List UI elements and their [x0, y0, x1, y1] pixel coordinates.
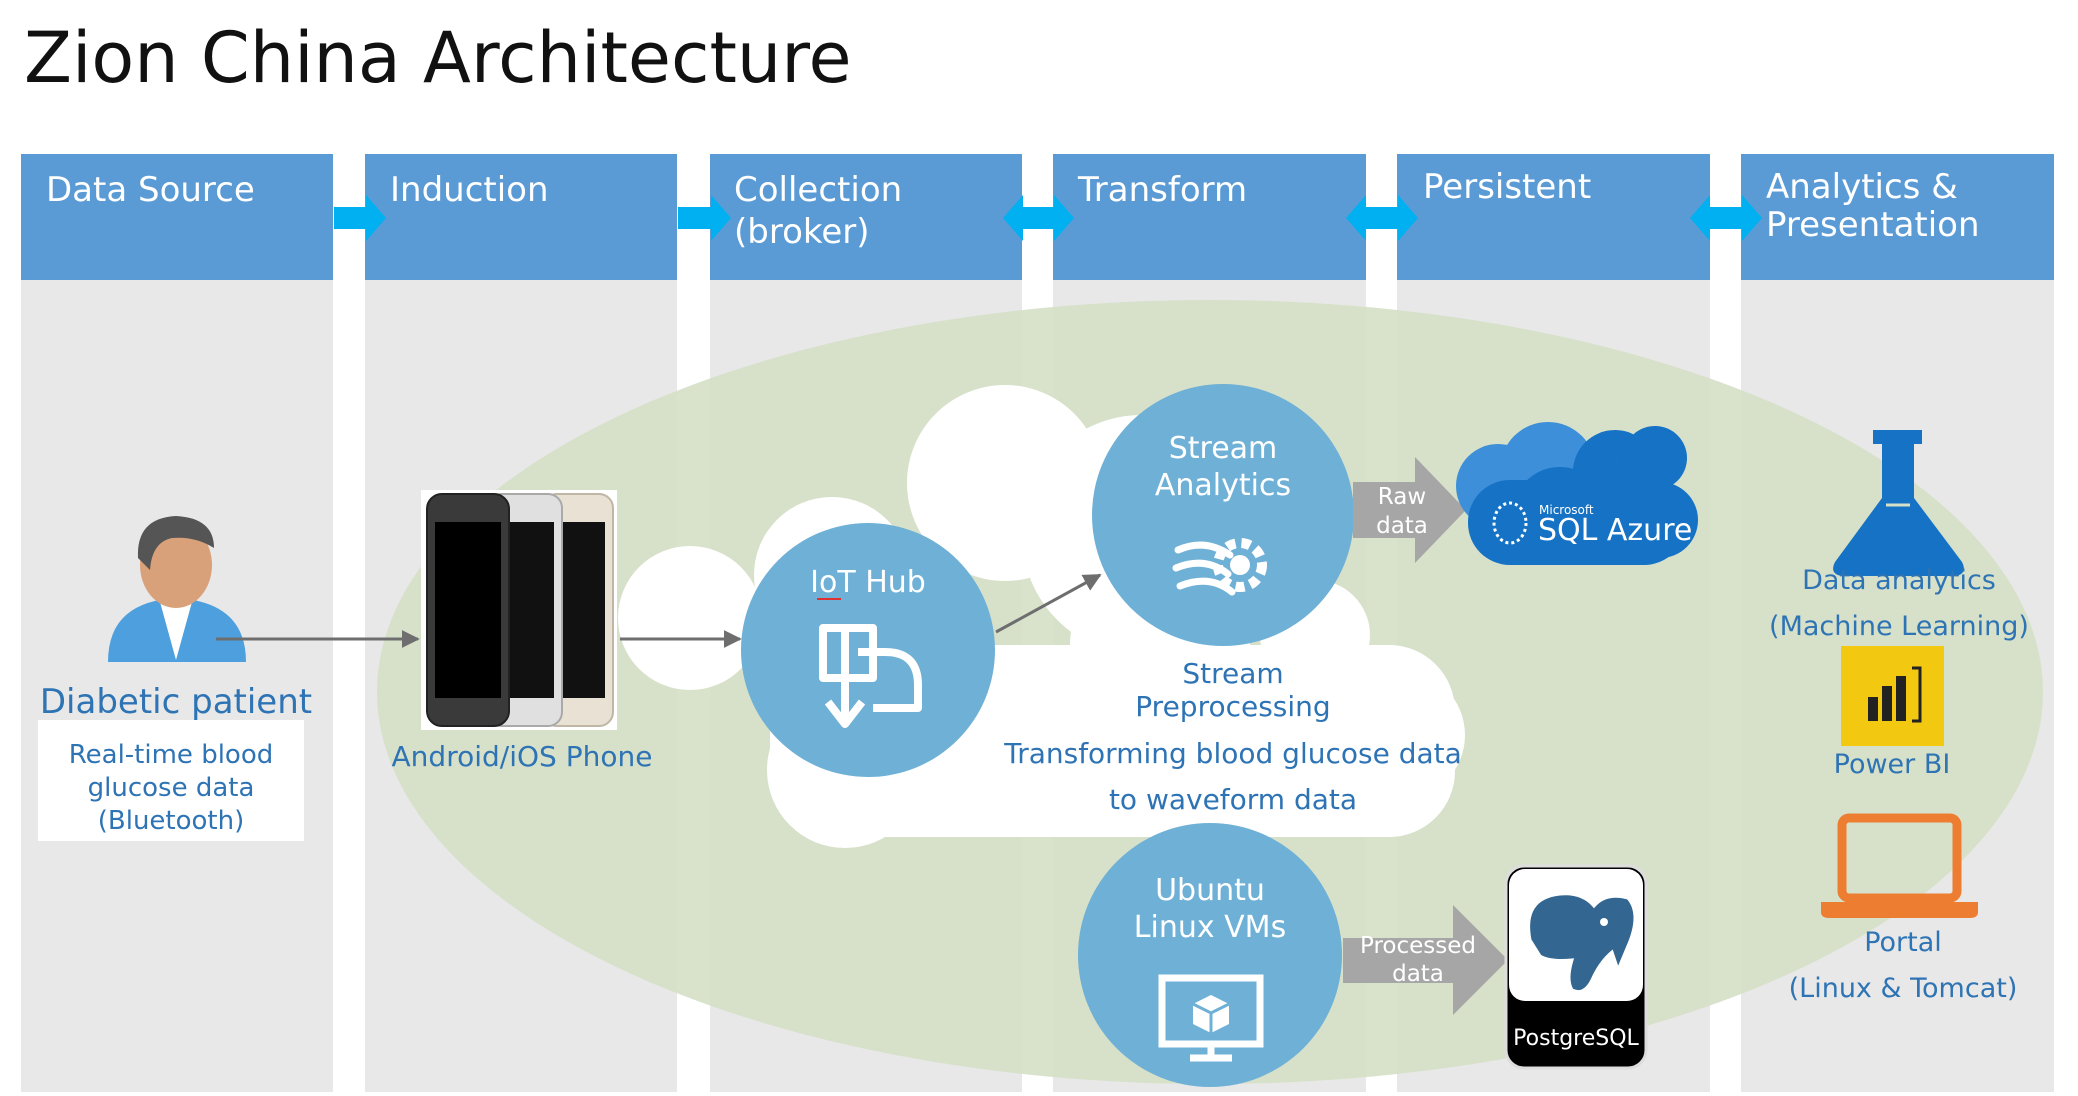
stream-analytics-node — [1092, 384, 1354, 646]
page-title: Zion China Architecture — [24, 17, 852, 99]
ubuntu-vms-node — [1078, 823, 1342, 1087]
patient-data-line-1: Real-time blood — [69, 740, 273, 770]
header-induction — [365, 154, 677, 280]
portal-label-2: (Linux & Tomcat) — [1789, 973, 2018, 1004]
gear-icon — [1172, 538, 1267, 596]
sql-azure-label: SQL Azure — [1538, 513, 1692, 548]
postgresql-label: PostgreSQL — [1513, 1026, 1639, 1051]
iot-hub-to-stream-arrow — [995, 573, 1102, 634]
header-label-collection-2: (broker) — [734, 212, 870, 252]
column-bg-data-source — [21, 280, 333, 1092]
header-data-source — [21, 154, 333, 280]
preprocessing-line-2: Preprocessing — [1135, 690, 1330, 723]
raw-data-label-1: Raw — [1378, 484, 1426, 510]
iot-hub-icon — [819, 624, 922, 728]
phone-label: Android/iOS Phone — [392, 740, 653, 773]
column-headers: Data Source Induction Collection (broker… — [21, 154, 2054, 280]
header-analytics — [1741, 154, 2054, 280]
phone-icon — [421, 490, 617, 730]
postgresql-icon — [1504, 864, 1648, 1070]
raw-data-label-2: data — [1376, 513, 1428, 539]
ubuntu-label-1: Ubuntu — [1155, 873, 1265, 908]
preprocessing-line-4: to waveform data — [1109, 783, 1357, 816]
virtual-machine-icon — [1158, 974, 1264, 1062]
header-label-analytics-2: Presentation — [1766, 205, 1980, 245]
portal-label-1: Portal — [1864, 927, 1942, 958]
power-bi-icon — [1841, 646, 1944, 746]
double-arrow-icon — [1003, 195, 1074, 241]
preprocessing-line-3: Transforming blood glucose data — [1003, 737, 1462, 770]
header-persistent — [1397, 154, 1710, 280]
preprocessing-line-1: Stream — [1182, 657, 1283, 690]
stream-analytics-label-1: Stream — [1169, 431, 1278, 466]
iot-hub-label: IoT Hub — [810, 565, 926, 600]
raw-data-arrow — [1353, 457, 1466, 563]
double-arrow-icon — [1690, 195, 1762, 241]
stream-analytics-label-2: Analytics — [1155, 468, 1291, 503]
header-label-collection-1: Collection — [734, 170, 902, 210]
header-label-transform: Transform — [1077, 170, 1247, 210]
patient-label: Diabetic patient — [40, 682, 312, 722]
double-arrow-icon — [1346, 195, 1418, 241]
right-arrow-icon — [678, 195, 731, 241]
data-analytics-label-1: Data analytics — [1802, 565, 1996, 596]
header-transform — [1053, 154, 1366, 280]
sql-azure-cloud-icon — [1456, 422, 1698, 565]
patient-icon — [108, 516, 246, 662]
patient-data-box — [38, 720, 304, 841]
header-label-induction: Induction — [390, 170, 549, 210]
processed-data-label-2: data — [1392, 961, 1444, 987]
right-arrow-icon — [334, 195, 386, 241]
flask-icon — [1833, 430, 1964, 576]
header-label-analytics-1: Analytics & — [1766, 167, 1958, 207]
power-bi-label: Power BI — [1834, 749, 1951, 780]
sql-azure-brand: Microsoft — [1539, 503, 1594, 517]
header-label-persistent: Persistent — [1423, 167, 1591, 207]
patient-data-line-3: (Bluetooth) — [98, 806, 245, 836]
laptop-icon — [1821, 813, 1978, 918]
header-collection — [710, 154, 1022, 280]
patient-data-line-2: glucose data — [88, 773, 255, 803]
processed-data-label-1: Processed — [1360, 933, 1476, 959]
data-analytics-label-2: (Machine Learning) — [1769, 611, 2029, 642]
ubuntu-label-2: Linux VMs — [1134, 910, 1286, 945]
header-connector-arrows — [334, 195, 1762, 241]
header-label-data-source: Data Source — [46, 170, 255, 210]
processed-data-arrow — [1343, 905, 1508, 1015]
